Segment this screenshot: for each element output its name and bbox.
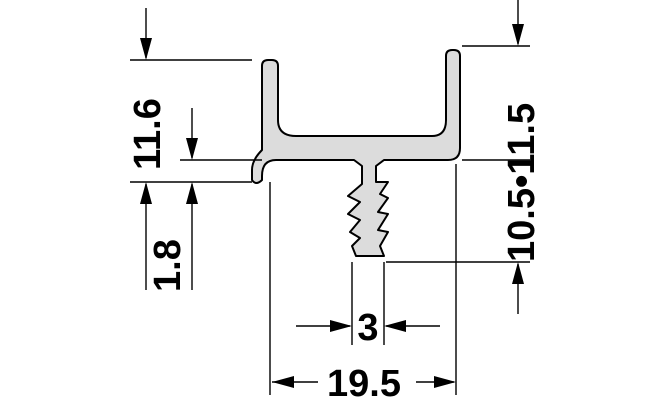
dimension-flange-height: 11.6 [127,8,169,290]
arrow-down-icon [512,24,524,46]
arrow-up-icon [512,262,524,284]
arrow-down-icon [140,38,152,60]
dimension-label-flange-height: 11.6 [127,98,169,170]
arrow-right-icon [434,376,456,388]
dimension-label-right-height: 10.5•11.5 [501,103,543,262]
dimension-base-thickness: 1.8 [147,108,198,292]
arrow-down-icon [186,138,198,160]
dimension-overall-width: 19.5 [272,363,456,400]
arrow-right-icon [330,320,352,332]
arrow-left-icon [272,376,294,388]
channel-profile [251,49,461,257]
dimension-right-height: 10.5•11.5 [501,0,543,314]
arrow-up-icon [140,182,152,204]
dimension-label-tongue-width: 3 [357,307,378,349]
dimension-tongue-width: 3 [296,307,440,349]
dimension-label-overall-width: 19.5 [327,363,401,400]
arrow-up-icon [186,182,198,204]
dimension-label-base-thickness: 1.8 [147,239,189,292]
profile-shape [251,49,461,257]
arrow-left-icon [384,320,406,332]
extension-lines [130,45,530,395]
